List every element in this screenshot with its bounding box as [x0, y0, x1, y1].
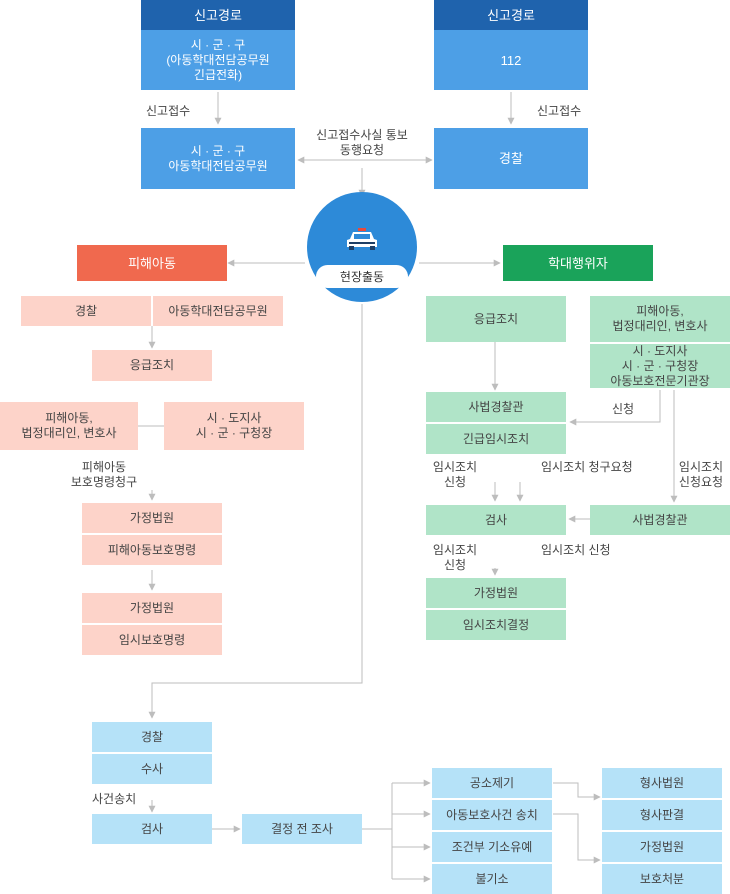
victim-title: 피해아동	[77, 245, 227, 281]
case-prosecutor: 검사	[92, 814, 212, 844]
case-outcome-indictment: 공소제기	[432, 768, 552, 798]
case-protective-disposition: 보호처분	[602, 864, 722, 894]
case-outcome-non-prosecution: 불기소	[432, 864, 552, 894]
victim-emergency: 응급조치	[92, 350, 212, 381]
report-path-header-left: 신고경로	[141, 0, 295, 30]
victim-responder-official: 아동학대전담공무원	[153, 296, 283, 326]
receiver-official-box: 시 · 군 · 구 아동학대전담공무원	[141, 128, 295, 189]
case-court-family: 가정법원	[602, 832, 722, 862]
dispatch-label: 현장출동	[316, 265, 408, 288]
case-pre-decision: 결정 전 조사	[242, 814, 362, 844]
case-outcome-conditional-suspension: 조건부 기소유예	[432, 832, 552, 862]
abuser-requesters: 피해아동, 법정대리인, 변호사	[590, 296, 730, 342]
abuser-court: 가정법원	[426, 578, 566, 608]
victim-responder-police: 경찰	[21, 296, 151, 326]
report-source-right: 112	[434, 30, 588, 90]
victim-order-2: 임시보호명령	[82, 625, 222, 655]
abuser-decision: 임시조치결정	[426, 610, 566, 640]
abuser-prosecutor: 검사	[426, 505, 566, 535]
victim-officials: 시 · 도지사 시 · 군 · 구청장	[164, 402, 304, 450]
abuser-temp-apply-request-label: 임시조치 신청요청	[678, 460, 724, 489]
report-path-header-right: 신고경로	[434, 0, 588, 30]
notify-label: 신고접수사실 통보 동행요청	[316, 128, 408, 157]
case-police: 경찰	[92, 722, 212, 752]
abuser-temp-request-label: 임시조치 청구요청	[541, 460, 633, 474]
abuser-requesters-officials: 시 · 도지사 시 · 군 · 구청장 아동보호전문기관장	[590, 344, 730, 388]
victim-court-2: 가정법원	[82, 593, 222, 623]
abuser-title: 학대행위자	[503, 245, 653, 281]
abuser-judicial-police-2: 사법경찰관	[590, 505, 730, 535]
abuser-emergency: 응급조치	[426, 296, 566, 342]
case-investigation: 수사	[92, 754, 212, 784]
abuser-apply-label: 신청	[612, 402, 635, 416]
abuser-temp-apply-label-1: 임시조치 신청	[432, 460, 478, 489]
case-criminal-judgment: 형사판결	[602, 800, 722, 830]
victim-petition-label: 피해아동 보호명령청구	[70, 460, 138, 489]
report-accept-label-left: 신고접수	[146, 104, 191, 118]
case-outcome-protection-transfer: 아동보호사건 송치	[432, 800, 552, 830]
victim-petitioners: 피해아동, 법정대리인, 변호사	[0, 402, 138, 450]
victim-order-1: 피해아동보호명령	[82, 535, 222, 565]
abuser-temp-apply-label-3: 임시조치 신청	[541, 543, 611, 557]
abuser-temp-apply-label-2: 임시조치 신청	[432, 543, 478, 572]
report-accept-label-right: 신고접수	[537, 104, 582, 118]
report-source-left: 시 · 군 · 구 (아동학대전담공무원 긴급전화)	[141, 30, 295, 90]
police-car-icon	[347, 228, 377, 250]
receiver-police-box: 경찰	[434, 128, 588, 189]
abuser-urgent-measure: 긴급임시조치	[426, 424, 566, 454]
case-court-criminal: 형사법원	[602, 768, 722, 798]
case-transfer-label: 사건송치	[92, 792, 137, 806]
victim-court-1: 가정법원	[82, 503, 222, 533]
abuser-judicial-police: 사법경찰관	[426, 392, 566, 422]
